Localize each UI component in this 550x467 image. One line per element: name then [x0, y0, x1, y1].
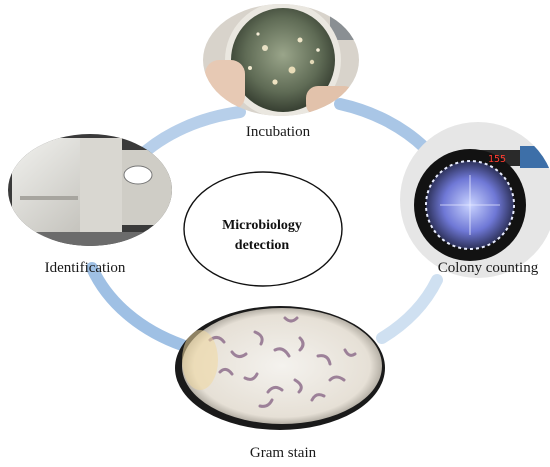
- colony-counting-photo: [400, 122, 550, 278]
- identification-label: Identification: [44, 260, 126, 276]
- center-title-line-1: Microbiology: [222, 218, 302, 233]
- center-circle: [183, 171, 343, 287]
- colony-counting-label: Colony counting: [437, 260, 539, 276]
- center-title: Microbiology detection: [222, 216, 302, 256]
- identification-photo: [8, 134, 172, 246]
- center-title-line-2: detection: [234, 238, 290, 253]
- gram-stain-label: Gram stain: [249, 445, 317, 461]
- counter-display-readout: 155: [488, 154, 506, 165]
- incubation-label: Incubation: [245, 124, 311, 140]
- gram-stain-photo: [175, 306, 385, 430]
